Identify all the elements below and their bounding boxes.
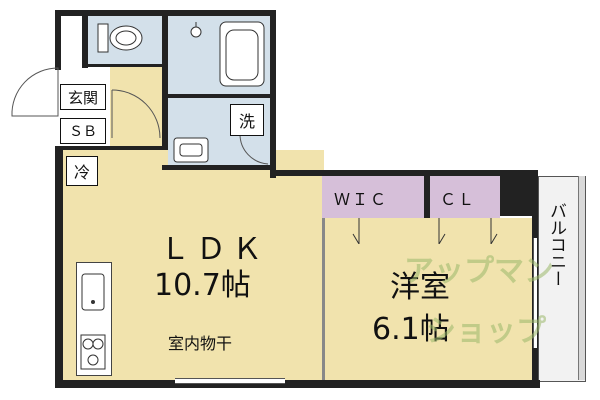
western-room-size: 6.1帖 bbox=[372, 312, 450, 347]
wall-left-upper bbox=[55, 10, 61, 70]
entrance-label: 玄関 bbox=[60, 84, 106, 110]
wic-closet bbox=[322, 176, 424, 218]
wall-toilet-bottom bbox=[82, 64, 162, 67]
ldk-size: 10.7帖 bbox=[154, 268, 251, 303]
shower-icon bbox=[190, 22, 202, 38]
bathtub-icon bbox=[219, 21, 265, 87]
balcony-label: バルコニー bbox=[546, 202, 566, 287]
wall-bottom bbox=[55, 380, 540, 388]
wall-closet-divider bbox=[424, 176, 430, 218]
wall-wash-bottom bbox=[162, 165, 274, 170]
wall-left-lower bbox=[55, 150, 63, 388]
hallway-floor bbox=[110, 66, 162, 150]
wall-closet-right bbox=[500, 176, 532, 216]
western-room-floor bbox=[324, 218, 536, 380]
wash-door-swing bbox=[239, 133, 269, 165]
toilet-icon bbox=[97, 23, 143, 53]
kitchen-sink-icon bbox=[81, 273, 105, 311]
sb-label: ＳＢ bbox=[60, 118, 106, 144]
ldk-name: ＬＤＫ bbox=[160, 232, 268, 267]
wic-door-mark bbox=[352, 218, 360, 244]
cl-door-mark-left bbox=[438, 218, 446, 244]
wall-bath-left bbox=[162, 10, 168, 150]
wall-bath-bottom bbox=[168, 94, 270, 98]
stove-icon bbox=[80, 334, 106, 370]
balcony-rail bbox=[578, 176, 585, 380]
wall-toilet-side bbox=[82, 10, 88, 68]
hall-door-swing bbox=[111, 89, 161, 139]
washer-label: 洗 bbox=[230, 104, 264, 136]
wall-top-right bbox=[270, 170, 538, 176]
balcony-door bbox=[533, 238, 537, 348]
wic-label: ＷＩＣ bbox=[334, 190, 389, 209]
partition-ldk-western bbox=[322, 218, 325, 380]
wash-basin-icon bbox=[173, 137, 209, 163]
cl-door-mark-right bbox=[490, 218, 498, 244]
cl-label: ＣＬ bbox=[440, 190, 477, 209]
cl-closet bbox=[430, 176, 500, 218]
watermark-line2: ショップ bbox=[426, 314, 546, 349]
western-room-name: 洋室 bbox=[390, 270, 450, 305]
bottom-window bbox=[175, 378, 285, 384]
indoor-drying-label: 室内物干 bbox=[168, 334, 233, 353]
wall-right-bath bbox=[270, 10, 276, 178]
fridge-label: 冷 bbox=[66, 156, 98, 186]
entrance-door-swing bbox=[11, 67, 59, 117]
wall-entrance-bottom bbox=[55, 146, 162, 150]
watermark-line1: アップマン bbox=[404, 254, 554, 289]
